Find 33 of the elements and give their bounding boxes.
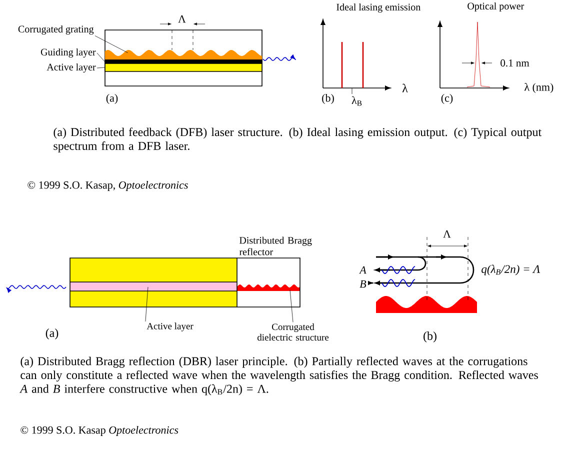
panel-label: (b) [424, 332, 436, 342]
panel-label: (c) [441, 94, 453, 104]
dimension-label: Λ [178, 15, 186, 23]
part-label: Active layer [146, 322, 194, 332]
corrugated-grating [105, 50, 262, 60]
axis-title: Optical power [468, 2, 524, 12]
tick-label: λ$_{B}$ [352, 96, 362, 106]
panel-label: (a) [106, 94, 118, 104]
axis-title: Ideal lasing emission [336, 3, 420, 13]
wave-label: B [360, 280, 366, 288]
condition-formula: q(λ$_{B}$/2n) = Λ [482, 264, 540, 276]
part-label: Corrugated dielectric structure [257, 323, 329, 341]
panel-label: (b) [322, 94, 334, 104]
part-label: Guiding layer [40, 48, 96, 58]
part-label: Corrugated grating [18, 25, 94, 35]
wave-label: A [359, 266, 366, 274]
axis-label: λ (nm) [524, 82, 554, 94]
dimension-label: Λ [443, 230, 451, 238]
part-label: Distributed Bragg reflector [239, 236, 312, 256]
part-label: Active layer [46, 63, 96, 73]
copyright-note: © 1999 S.O. Kasap Optoelectronics [20, 426, 178, 436]
leader-line [290, 290, 294, 322]
leader-line [96, 67, 105, 68]
panel-label: (a) [46, 328, 58, 340]
leader-line [94, 36, 128, 53]
active-layer [104, 63, 262, 72]
copyright-note: © 1999 S.O. Kasap, Optoelectronics [28, 181, 188, 191]
axis-label: λ [402, 84, 408, 92]
figure-caption: (a) Distributed feedback (DFB) laser structure. (b) Ideal lasing emission output. (c) Typical output spectrum from a DFB laser. [54, 128, 542, 152]
dimension-label: 0.1 nm [500, 59, 530, 67]
leader-line [96, 52, 105, 62]
figure-caption: (a) Distributed Bragg reflection (DBR) laser principle. (b) Partially reflected waves at the corrugations can only constitute a reflected wave when the wavelength satisfies the Bragg condition. Reflected waves A and B interfere constructive when q(λ$_{B}$/2n) = Λ. [20, 356, 538, 396]
leader-line [145, 286, 148, 322]
